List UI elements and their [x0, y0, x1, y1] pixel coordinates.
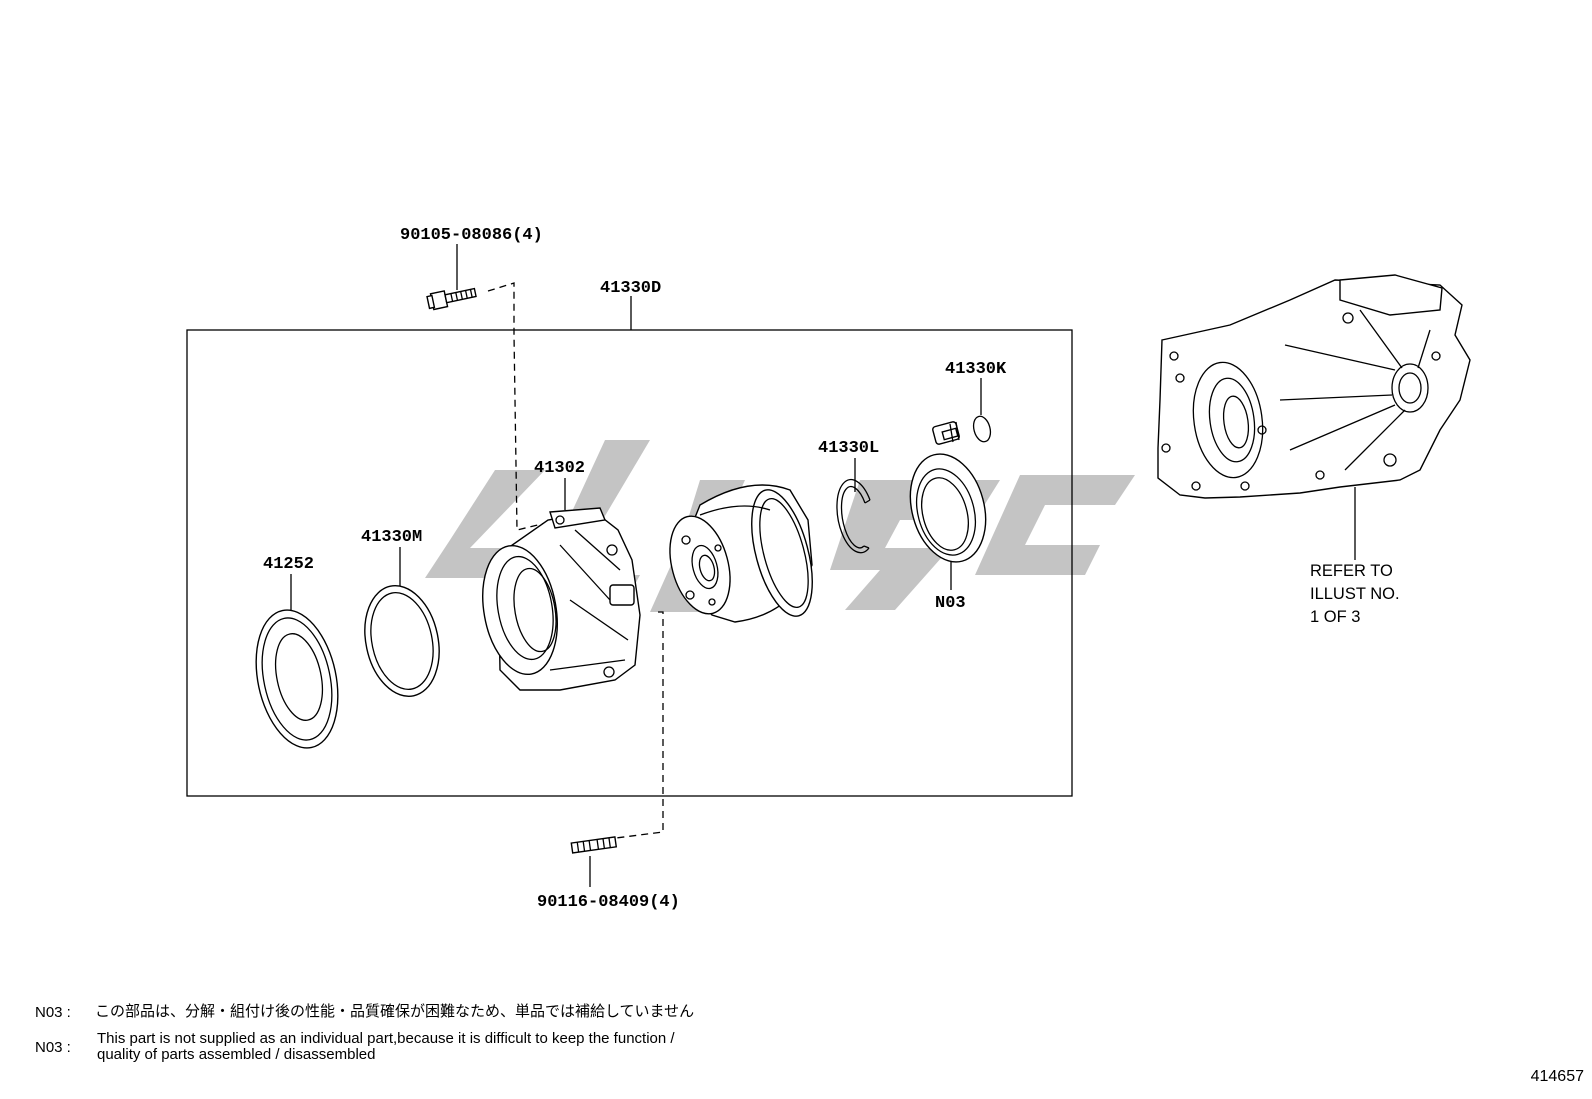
part-label-41330M[interactable]: 41330M — [361, 528, 422, 547]
housing-41302[interactable]: 41302 — [473, 459, 641, 691]
kit-box-41330D: 41330D — [186, 279, 1073, 797]
part-label-90116-08409[interactable]: 90116-08409(4) — [537, 893, 680, 912]
part-label-90105-08086[interactable]: 90105-08086(4) — [400, 226, 543, 245]
refer-text-line3: 1 OF 3 — [1310, 608, 1360, 626]
note-jp-tag: N03 : — [35, 1004, 71, 1021]
seal-41252[interactable]: 41252 — [244, 555, 349, 756]
transfer-case-reference[interactable]: REFER TO ILLUST NO. 1 OF 3 — [1157, 274, 1471, 626]
note-jp-text: この部品は、分解・組付け後の性能・品質確保が困難なため、単品では補給していません — [95, 1003, 695, 1020]
part-label-N03[interactable]: N03 — [935, 594, 966, 613]
note-en-line2: quality of parts assembled / disassemble… — [97, 1046, 376, 1063]
sleeve-cup — [669, 484, 813, 623]
refer-text-line2: ILLUST NO. — [1310, 585, 1400, 603]
seal-ring-N03[interactable]: N03 — [899, 446, 997, 613]
part-label-41330K[interactable]: 41330K — [945, 360, 1007, 379]
ring-41330M[interactable]: 41330M — [355, 528, 449, 703]
figure-number: 414657 — [1530, 1068, 1584, 1085]
sensor-plug — [932, 421, 960, 445]
stud-90116-08409[interactable]: 90116-08409(4) — [537, 611, 680, 912]
part-label-41252[interactable]: 41252 — [263, 555, 314, 574]
note-en-line1: This part is not supplied as an individu… — [97, 1030, 675, 1047]
part-label-41330D[interactable]: 41330D — [600, 279, 661, 298]
part-label-41302[interactable]: 41302 — [534, 459, 585, 478]
o-ring-41330K[interactable]: 41330K — [945, 360, 1007, 444]
note-en-tag: N03 : — [35, 1039, 71, 1056]
refer-text-line1: REFER TO — [1310, 562, 1393, 580]
bolt-90105-08086[interactable]: 90105-08086(4) — [400, 226, 551, 531]
snap-ring-41330L[interactable]: 41330L — [818, 439, 879, 554]
part-label-41330L[interactable]: 41330L — [818, 439, 879, 458]
